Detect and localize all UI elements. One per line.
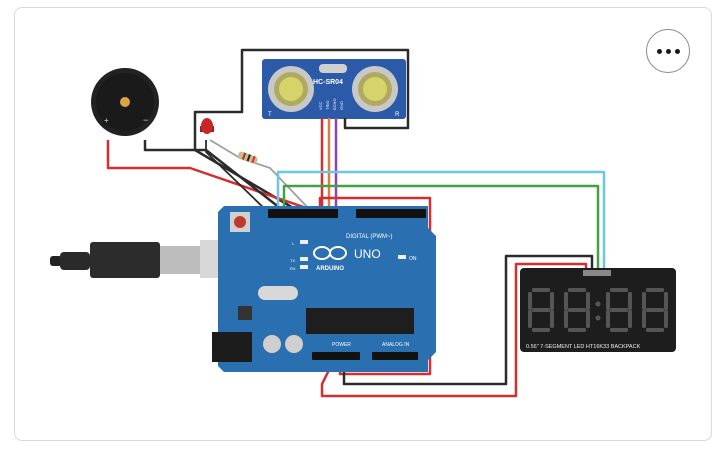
segment — [664, 310, 668, 328]
usb-cable — [50, 240, 236, 278]
segment — [646, 308, 664, 312]
segment — [528, 310, 532, 328]
power-label: POWER — [332, 342, 351, 348]
sensor-label: HC-SR04 — [313, 79, 343, 86]
segment — [610, 308, 628, 312]
segment — [664, 292, 668, 310]
on-label: ON — [409, 256, 417, 262]
arduino-uno-board[interactable]: DIGITAL (PWM~) ARDUINO UNO ON L TX RX PO… — [212, 206, 436, 372]
segment — [646, 288, 664, 292]
segment — [610, 328, 628, 332]
sensor-t-mark: T — [268, 112, 272, 118]
segment — [532, 308, 550, 312]
arduino-brand: ARDUINO — [316, 266, 344, 272]
display-caption: 0.56" 7-SEGMENT LED HT16K33 BACKPACK — [526, 344, 641, 350]
sensor-pin-trig: TRIG — [325, 100, 330, 110]
sensor-r-mark: R — [395, 112, 400, 118]
segment — [586, 292, 590, 310]
segment — [586, 310, 590, 328]
segment — [568, 308, 586, 312]
segment — [568, 328, 586, 332]
display-digits — [528, 288, 668, 332]
segment — [528, 292, 532, 310]
more-horizontal-icon — [656, 48, 680, 54]
segment — [628, 310, 632, 328]
segment — [646, 328, 664, 332]
segment — [532, 328, 550, 332]
colon-dot — [595, 301, 601, 307]
ultrasonic-sensor[interactable]: HC-SR04 T R VCC TRIG ECHO GND — [262, 59, 406, 119]
red-led[interactable] — [200, 118, 214, 134]
buzzer-plus-label: + — [104, 116, 109, 125]
led-tx-label: TX — [290, 258, 295, 263]
sensor-pin-echo: ECHO — [332, 98, 337, 110]
segment — [606, 310, 610, 328]
led-rx-label: RX — [290, 266, 296, 271]
segment — [550, 292, 554, 310]
segment — [642, 310, 646, 328]
segment — [606, 292, 610, 310]
analog-label: ANALOG IN — [382, 342, 410, 348]
more-options-button[interactable] — [646, 29, 690, 73]
digital-label: DIGITAL (PWM~) — [346, 234, 393, 240]
sensor-pin-gnd: GND — [339, 101, 344, 110]
sensor-pin-vcc: VCC — [318, 101, 323, 110]
segment — [610, 288, 628, 292]
segment — [550, 310, 554, 328]
resistor[interactable] — [237, 151, 258, 164]
arduino-model: UNO — [354, 247, 381, 261]
buzzer-minus-label: − — [143, 115, 148, 125]
segment — [628, 292, 632, 310]
led-l-label: L — [292, 241, 295, 246]
piezo-buzzer[interactable]: + − — [91, 68, 159, 136]
segment — [564, 310, 568, 328]
segment — [642, 292, 646, 310]
segment — [532, 288, 550, 292]
segment — [564, 292, 568, 310]
colon-dot — [595, 315, 601, 321]
seven-segment-display[interactable]: 0.56" 7-SEGMENT LED HT16K33 BACKPACK — [520, 268, 676, 352]
segment — [568, 288, 586, 292]
